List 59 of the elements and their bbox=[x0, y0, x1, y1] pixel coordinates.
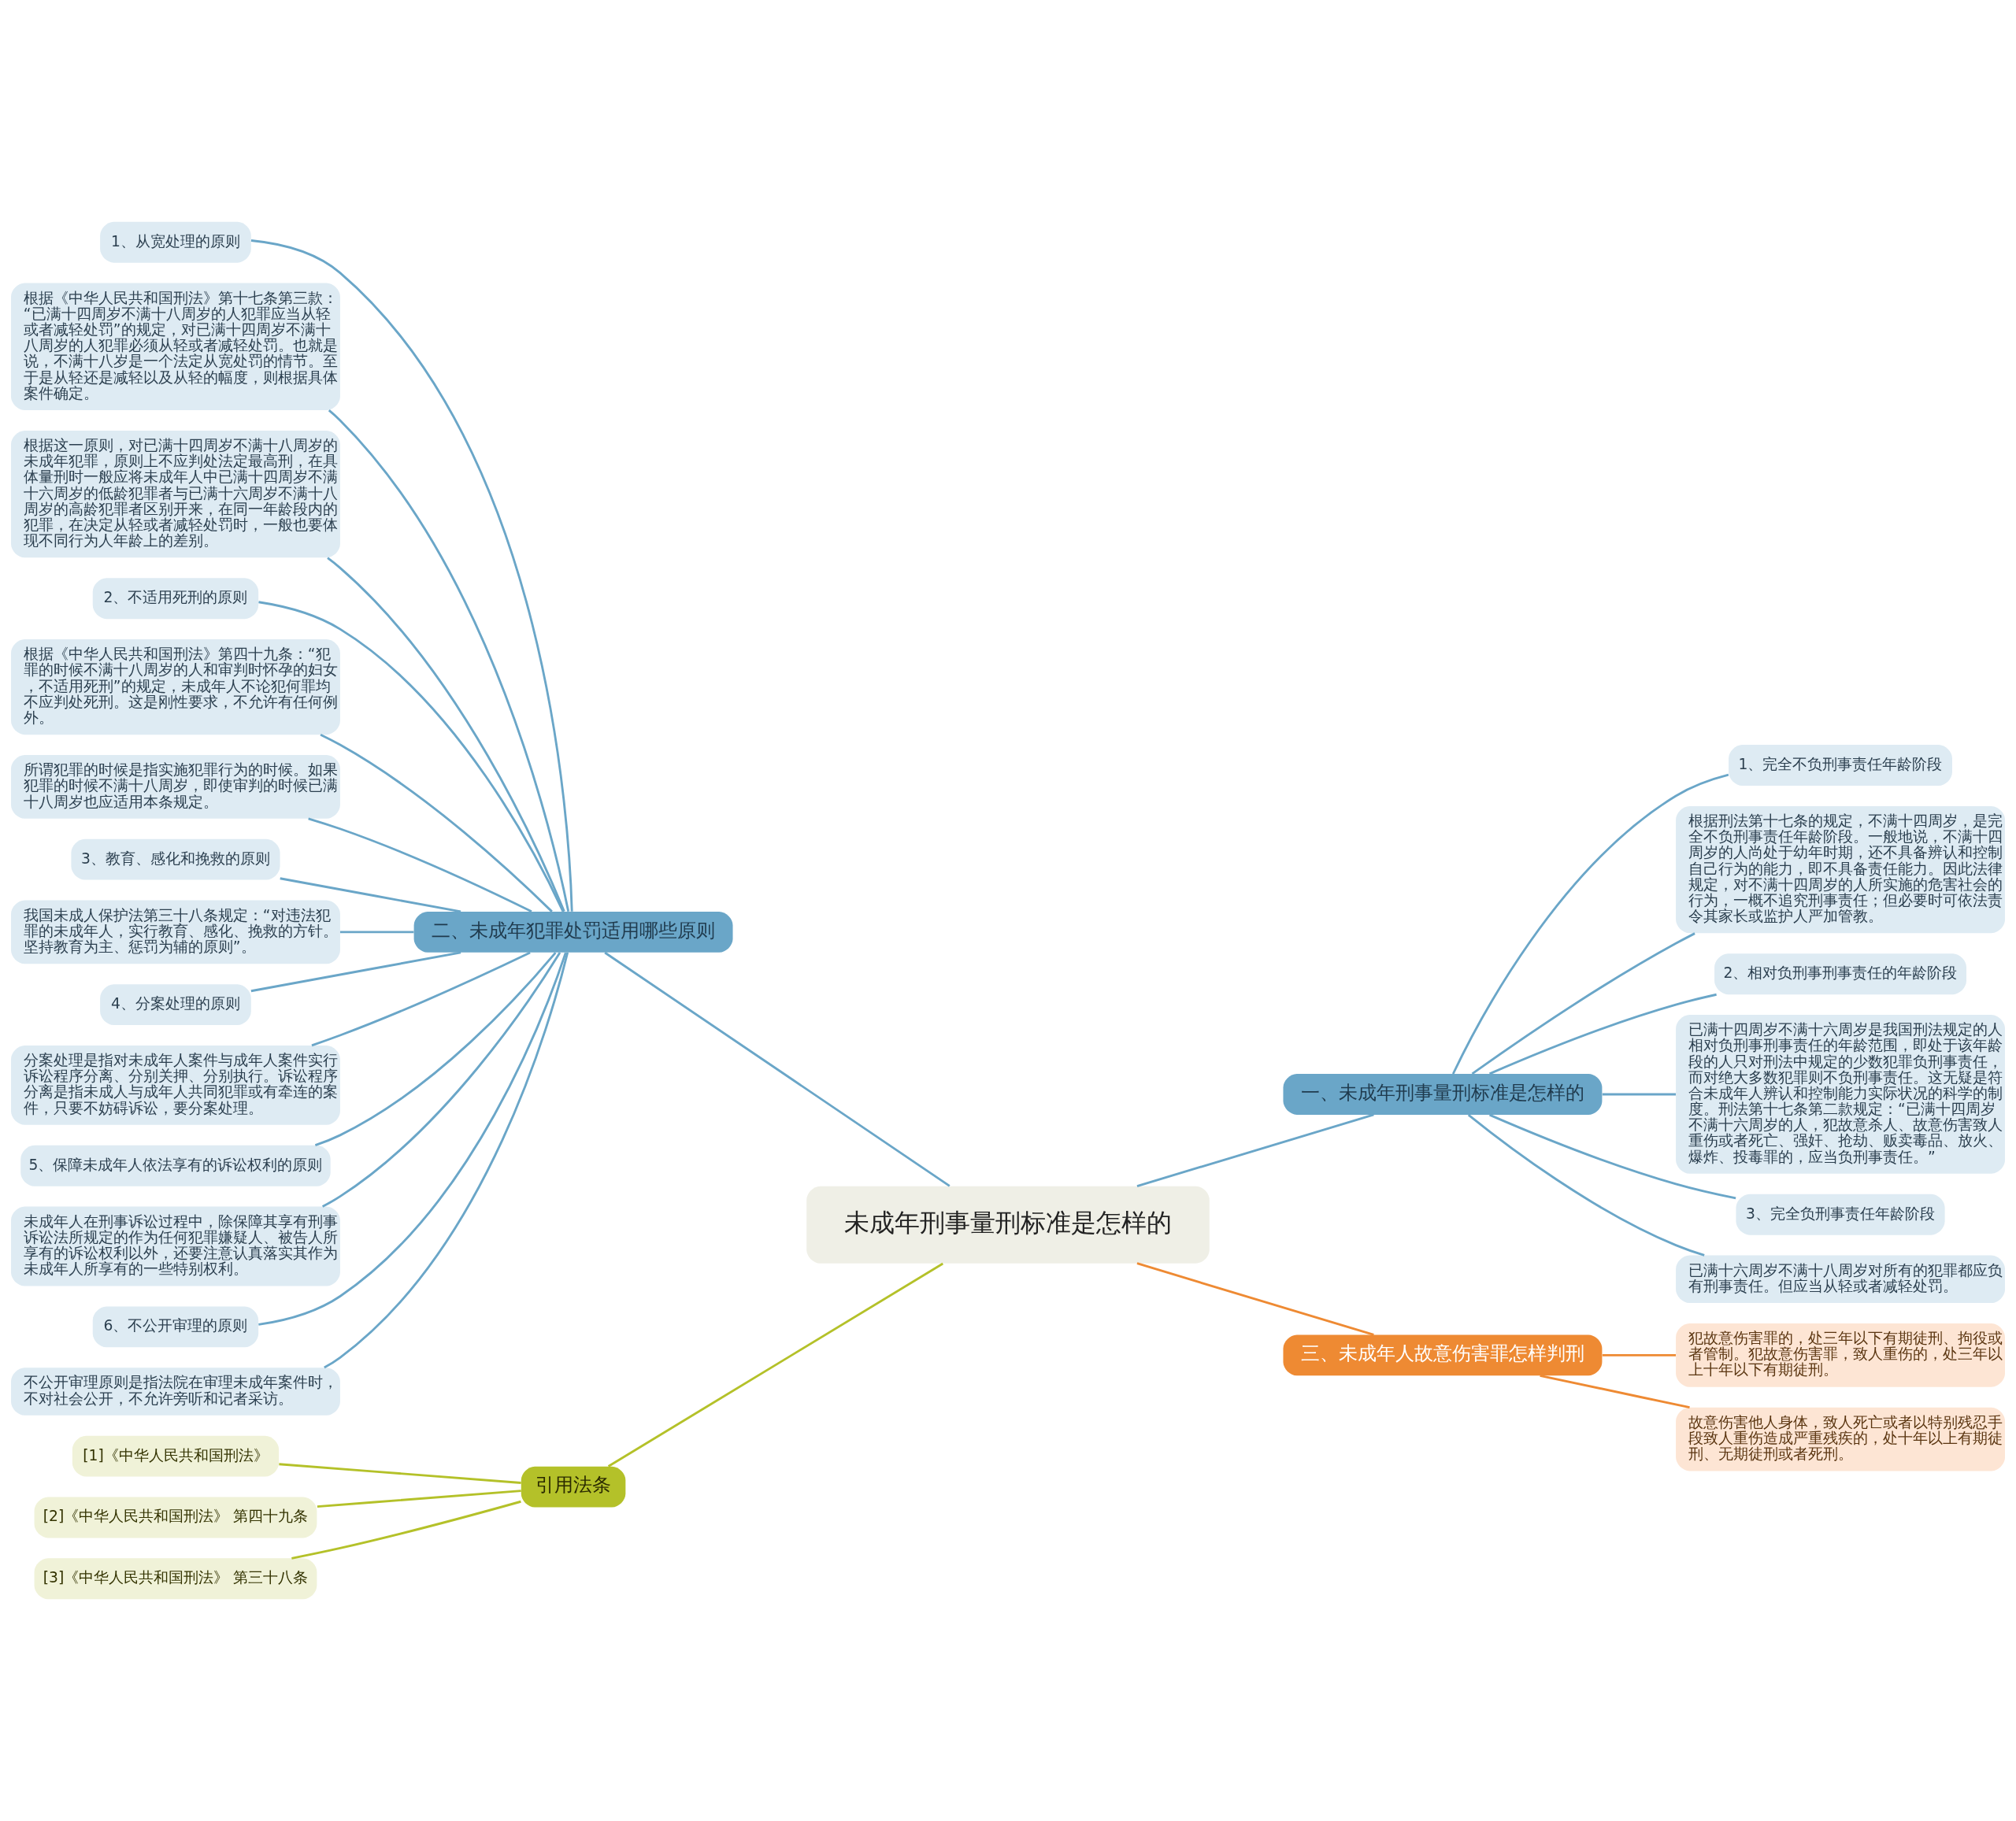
connector bbox=[1489, 1113, 1736, 1200]
connector bbox=[1136, 1113, 1374, 1187]
node-box: 1、从宽处理的原则 bbox=[100, 221, 251, 263]
node-box: 6、不公开审理的原则 bbox=[92, 1306, 259, 1348]
connector bbox=[258, 952, 567, 1326]
node-box: 5、保障未成年人依法享有的诉讼权利的原则 bbox=[20, 1145, 331, 1186]
connector bbox=[1540, 1374, 1690, 1409]
node-box: 已满十四周岁不满十六周岁是我国刑法规定的人相对负刑事刑事责任的年龄范围，即处于该年龄段的人只对刑法中规定的少数犯罪负刑事责任，而对绝大多数犯罪则不负刑事责任。这无疑是符合未成年人辨认和控制能力实际状况的科学的制度。刑法第十七条第二款规定：“已满十四周岁不满十六周岁的人，犯故意杀人、故意伤害致人重伤或者死亡、强奸、抢劫、贩卖毒品、放火、爆炸、投毒罪的，应当负刑事责任。” bbox=[1676, 1015, 2005, 1174]
node-box: 三、未成年人故意伤害罪怎样判刑 bbox=[1283, 1334, 1603, 1376]
node-box: 引用法条 bbox=[521, 1466, 626, 1508]
connector bbox=[1471, 932, 1695, 1075]
connector bbox=[328, 409, 570, 912]
connector bbox=[327, 557, 565, 912]
node-box: 我国未成人保护法第三十八条规定：“对违法犯罪的未成年人，实行教育、感化、挽救的方针。坚持教育为主、惩罚为辅的原则”。 bbox=[11, 900, 340, 964]
node-box: 根据《中华人民共和国刑法》第十七条第三款：“已满十四周岁不满十八周岁的人犯罪应当从轻或者减轻处罚”的规定，对已满十四周岁不满十八周岁的人犯罪必须从轻或者减轻处罚。也就是说，不满十八岁是一个法定从宽处罚的情节。至于是从轻还是减轻以及从轻的幅度，则根据具体案件确定。 bbox=[11, 283, 340, 410]
node-box: 一、未成年刑事量刑标准是怎样的 bbox=[1283, 1074, 1603, 1115]
connector bbox=[324, 952, 569, 1369]
connector bbox=[604, 951, 951, 1187]
connector bbox=[258, 601, 565, 912]
connector bbox=[1451, 773, 1729, 1075]
connector bbox=[1489, 993, 1717, 1075]
connector bbox=[321, 952, 561, 1208]
connector bbox=[607, 1262, 944, 1468]
node-box: [3]《中华人民共和国刑法》 第三十八条 bbox=[34, 1558, 317, 1600]
connector bbox=[317, 1490, 521, 1508]
connector bbox=[1602, 1093, 1676, 1096]
node-box: 故意伤害他人身体，致人死亡或者以特别残忍手段致人重伤造成严重残疾的，处十年以上有期徒刑、无期徒刑或者死刑。 bbox=[1676, 1407, 2005, 1471]
node-box: 2、不适用死刑的原则 bbox=[92, 578, 259, 620]
connector bbox=[280, 877, 461, 913]
connector bbox=[320, 733, 553, 912]
connector bbox=[311, 951, 531, 1047]
node-box: 所谓犯罪的时候是指实施犯罪行为的时候。如果犯罪的时候不满十八周岁，即使审判的时候已满十八周岁也应适用本条规定。 bbox=[11, 755, 340, 819]
node-box: 根据刑法第十七条的规定，不满十四周岁，是完全不负刑事责任年龄阶段。一般地说，不满十四周岁的人尚处于幼年时期，还不具备辨认和控制自己行为的能力，即不具备责任能力。因此法律规定，对不满十四周岁的人所实施的危害社会的行为，一概不追究刑事责任；但必要时可依法责令其家长或监护人严加管教。 bbox=[1676, 805, 2005, 934]
node-box: 3、教育、感化和挽救的原则 bbox=[71, 838, 280, 880]
node-box: [1]《中华人民共和国刑法》 bbox=[72, 1435, 280, 1477]
node-box: 未成年人在刑事诉讼过程中，除保障其享有刑事诉讼法所规定的作为任何犯罪嫌疑人、被告人所享有的诉讼权利以外，还要注意认真落实其作为未成年人所享有的一些特别权利。 bbox=[11, 1206, 340, 1286]
node-box: 二、未成年犯罪处罚适用哪些原则 bbox=[413, 911, 733, 953]
connector bbox=[308, 817, 532, 912]
node-box: 2、相对负刑事刑事责任的年龄阶段 bbox=[1714, 953, 1966, 995]
node-box: 分案处理是指对未成年人案件与成年人案件实行诉讼程序分离、分别关押、分别执行。诉讼程序分离是指未成人与成年人共同犯罪或有牵连的案件，只要不妨碍诉讼，要分案处理。 bbox=[11, 1046, 340, 1125]
connector bbox=[291, 1500, 521, 1560]
connector bbox=[250, 951, 461, 993]
connector bbox=[1602, 1353, 1676, 1356]
connector bbox=[339, 931, 414, 934]
node-box: 根据《中华人民共和国刑法》第四十九条：“犯罪的时候不满十八周岁的人和审判时怀孕的妇女，不适用死刑”的规定，未成年人不论犯何罪均不应判处死刑。这是刚性要求，不允许有任何例外。 bbox=[11, 639, 340, 735]
node-box: 已满十六周岁不满十八周岁对所有的犯罪都应负有刑事责任。但应当从轻或者减轻处罚。 bbox=[1676, 1255, 2005, 1304]
node-box: 未成年刑事量刑标准是怎样的 bbox=[806, 1186, 1210, 1264]
connector bbox=[250, 239, 573, 912]
node-box: [2]《中华人民共和国刑法》 第四十九条 bbox=[34, 1497, 317, 1538]
node-box: 4、分案处理的原则 bbox=[100, 984, 251, 1026]
node-box: 犯故意伤害罪的，处三年以下有期徒刑、拘役或者管制。犯故意伤害罪，致人重伤的，处三年以上十年以下有期徒刑。 bbox=[1676, 1323, 2005, 1387]
connector bbox=[1467, 1113, 1705, 1257]
connector bbox=[314, 952, 557, 1147]
node-box: 1、完全不负刑事责任年龄阶段 bbox=[1729, 745, 1952, 786]
connector bbox=[1136, 1262, 1374, 1336]
node-box: 根据这一原则，对已满十四周岁不满十八周岁的未成年犯罪，原则上不应判处法定最高刑，在具体量刑时一般应将未成年人中已满十四周岁不满十六周岁的低龄犯罪者与已满十六周岁不满十八周岁的高龄犯罪者区别开来，在同一年龄段内的犯罪，在决定从轻或者减轻处罚时，一般也要体现不同行为人年龄上的差别。 bbox=[11, 430, 340, 558]
connector bbox=[279, 1463, 521, 1484]
node-box: 3、完全负刑事责任年龄阶段 bbox=[1736, 1194, 1945, 1235]
node-box: 不公开审理原则是指法院在审理未成年案件时，不对社会公开，不允许旁听和记者采访。 bbox=[11, 1368, 340, 1416]
